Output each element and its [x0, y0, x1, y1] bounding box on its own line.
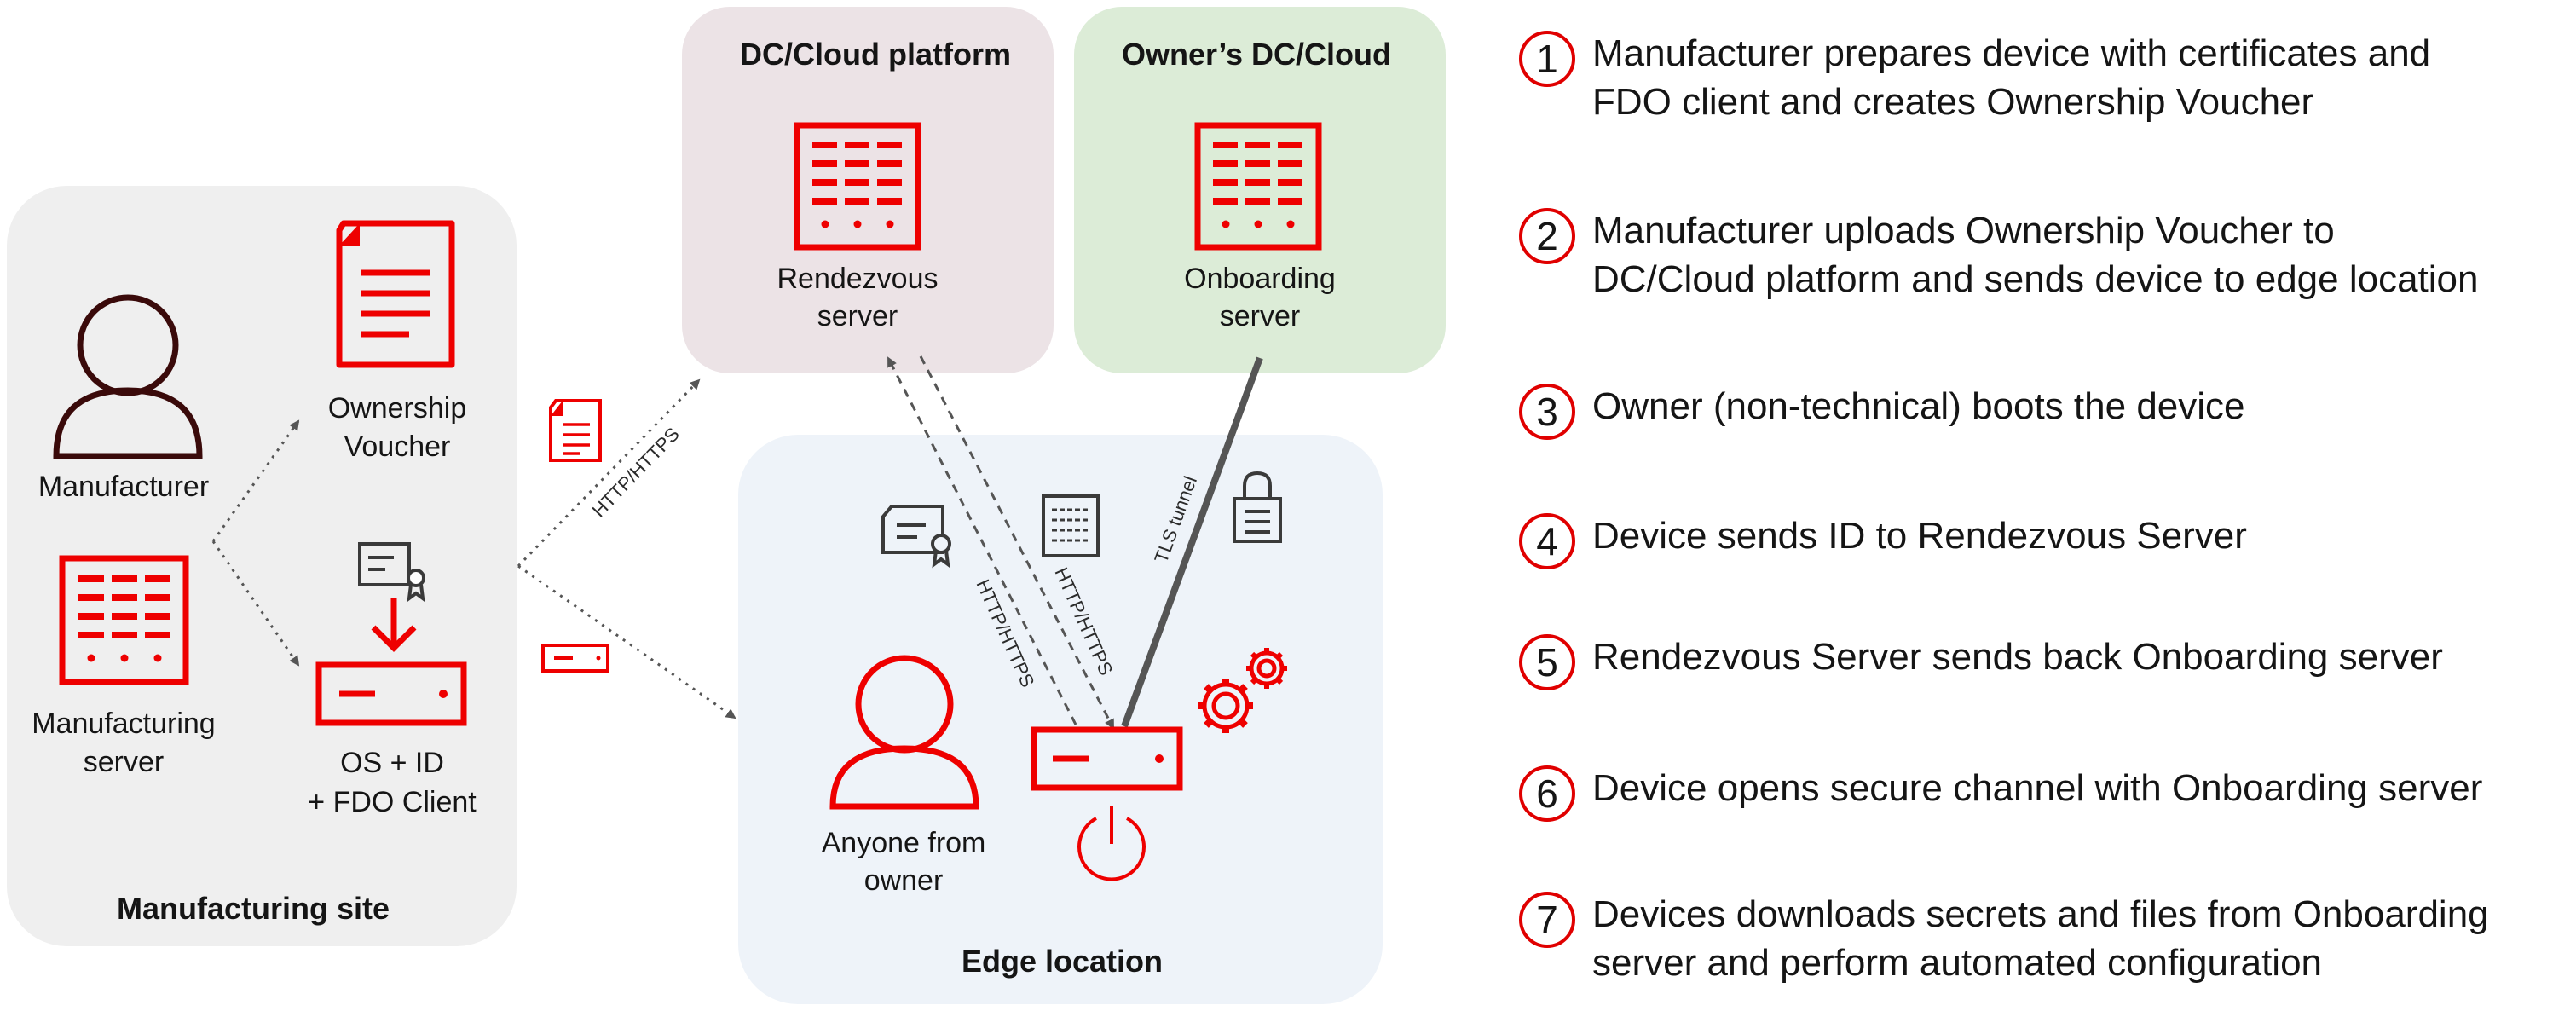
tls-tunnel-line [1121, 356, 1263, 728]
edge-voucher-icon [1042, 494, 1100, 557]
step-number-badge: 3 [1519, 384, 1575, 440]
gears-icon [1198, 648, 1287, 733]
step-number-badge: 2 [1519, 208, 1575, 264]
step-text: Device sends ID to Rendezvous Server [1592, 515, 2247, 557]
upload-http-label: HTTP/HTTPS [588, 424, 684, 522]
os-id-label-1: OS + ID [340, 747, 444, 779]
rendezvous-label-1: Rendezvous [777, 263, 938, 295]
power-icon [1077, 806, 1146, 881]
onboarding-server-icon [1194, 122, 1322, 251]
edge-device-icon [1031, 726, 1183, 791]
step-5: 5 Rendezvous Server sends back Onboardin… [1519, 633, 2443, 690]
manufacturing-site-zone [7, 186, 517, 946]
manufacturing-server-icon [59, 555, 189, 685]
step-number-badge: 6 [1519, 765, 1575, 822]
dc-cloud-platform-zone [682, 7, 1054, 373]
step-2: 2 Manufacturer uploads Ownership Voucher… [1519, 206, 2479, 303]
owners-dc-cloud-zone [1074, 7, 1446, 373]
rendezvous-server-icon [794, 122, 921, 251]
edge-location-zone [738, 435, 1383, 1004]
manufacturing-server-label-2: server [84, 746, 164, 778]
step-text: Device opens secure channel with Onboard… [1592, 767, 2483, 809]
steps-list: 1 Manufacturer prepares device with cert… [1519, 0, 2576, 1011]
step-text: Owner (non-technical) boots the device [1592, 385, 2245, 427]
fdo-flow-diagram: DC/Cloud platform Owner’s DC/Cloud Manuf… [7, 7, 1446, 1004]
down-arrow-icon [371, 598, 417, 652]
rendezvous-exchange-lines [887, 355, 1115, 730]
voucher-in-transit-icon [549, 399, 602, 462]
onboarding-label-1: Onboarding [1184, 263, 1336, 295]
owners-dc-cloud-title: Owner’s DC/Cloud [1122, 37, 1391, 72]
step-number-badge: 1 [1519, 31, 1575, 87]
step-1: 1 Manufacturer prepares device with cert… [1519, 29, 2430, 126]
owner-person-icon [829, 655, 979, 810]
step-3: 3 Owner (non-technical) boots the device [1519, 382, 2245, 440]
onboarding-label-2: server [1220, 300, 1300, 332]
step-number-badge: 4 [1519, 513, 1575, 569]
os-id-label-2: + FDO Client [308, 786, 477, 818]
step-4: 4 Device sends ID to Rendezvous Server [1519, 511, 2247, 569]
ownership-voucher-document-icon [336, 220, 455, 368]
manufacturer-label: Manufacturer [38, 471, 209, 503]
step-number-badge: 7 [1519, 892, 1575, 948]
ownership-voucher-label-1: Ownership [328, 392, 467, 425]
step-6: 6 Device opens secure channel with Onboa… [1519, 764, 2482, 822]
rendezvous-label-2: server [817, 300, 898, 332]
step-text: Rendezvous Server sends back Onboarding … [1592, 636, 2443, 678]
step-text: Manufacturer uploads Ownership Voucher t… [1592, 210, 2479, 300]
step-number-badge: 5 [1519, 634, 1575, 690]
edge-certificate-icon [881, 505, 951, 569]
ownership-voucher-label-2: Voucher [344, 430, 451, 463]
step-text: Manufacturer prepares device with certif… [1592, 32, 2431, 123]
dc-cloud-platform-title: DC/Cloud platform [740, 37, 1011, 72]
manufacturing-site-title: Manufacturing site [117, 891, 390, 926]
certificate-icon [358, 542, 425, 603]
anyone-label-2: owner [864, 864, 944, 897]
edge-location-title: Edge location [962, 944, 1163, 979]
device-in-transit-icon [541, 644, 609, 673]
step-text: Devices downloads secrets and files from… [1592, 893, 2489, 984]
device-box-icon [315, 661, 467, 726]
manufacturing-server-label-1: Manufacturing [32, 708, 215, 740]
manufacturer-person-icon [53, 294, 203, 459]
lock-icon [1233, 471, 1282, 543]
step-7: 7 Devices downloads secrets and files fr… [1519, 890, 2489, 987]
anyone-label-1: Anyone from [822, 827, 986, 859]
shipping-connectors [517, 378, 736, 719]
